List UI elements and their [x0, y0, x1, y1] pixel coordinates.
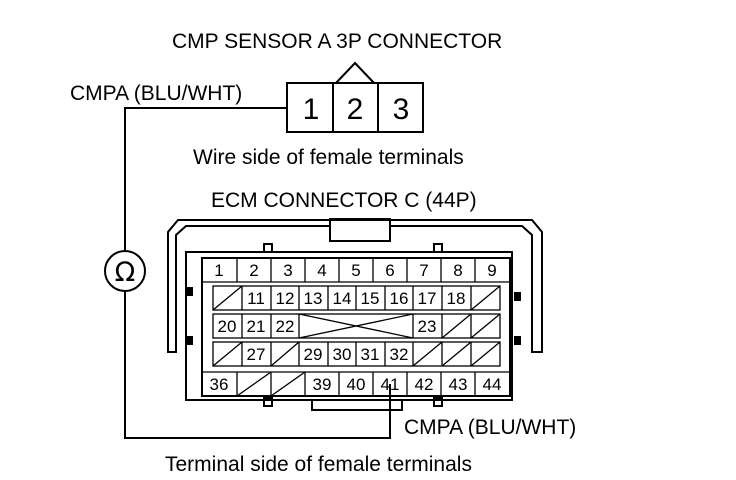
- cmp-pin-2: 2: [347, 93, 364, 126]
- ecm-pin: 21: [247, 317, 266, 336]
- ecm-pin: 42: [415, 375, 434, 394]
- ecm-pin: 43: [449, 375, 468, 394]
- ecm-pin: 22: [276, 317, 295, 336]
- ecm-row-1: 1 2 3 4 5 6 7 8 9: [202, 258, 510, 283]
- cmp-pin-3: 3: [393, 93, 410, 126]
- ecm-pin: 7: [419, 261, 428, 280]
- cmp-pin-1: 1: [303, 93, 320, 126]
- ecm-pin: 16: [390, 289, 409, 308]
- ecm-pin: 20: [218, 317, 237, 336]
- ecm-pin: 30: [333, 345, 352, 364]
- ecm-side-note: Terminal side of female terminals: [165, 453, 472, 476]
- ecm-connector-title: ECM CONNECTOR C (44P): [211, 189, 477, 212]
- ohm-symbol: Ω: [115, 257, 136, 288]
- cmp-3p-connector: 1 2 3: [286, 61, 424, 133]
- cmp-connector-title: CMP SENSOR A 3P CONNECTOR: [172, 30, 502, 53]
- ecm-row-5: 36 39 40 41 42 43 44: [202, 371, 510, 397]
- ohmmeter-icon: [104, 250, 146, 292]
- ecm-pin: 15: [361, 289, 380, 308]
- ecm-pin: 12: [276, 289, 295, 308]
- cmp-wire-label: CMPA (BLU/WHT): [70, 82, 242, 105]
- ecm-pin: 40: [347, 375, 366, 394]
- ecm-pin: 2: [249, 261, 258, 280]
- ecm-pin: 13: [304, 289, 323, 308]
- ecm-pin: 39: [313, 375, 332, 394]
- ecm-wire-label: CMPA (BLU/WHT): [404, 416, 576, 439]
- ecm-pin: 9: [487, 261, 496, 280]
- ecm-row-2: 11 12 13 14 15 16 17 18: [212, 285, 501, 311]
- ecm-pin: 18: [447, 289, 466, 308]
- ecm-pin: 31: [361, 345, 380, 364]
- ecm-pin: 6: [385, 261, 394, 280]
- ecm-pin: 5: [351, 261, 360, 280]
- ecm-row-3: 20 21 22 23: [212, 313, 501, 339]
- ecm-pin: 44: [483, 375, 502, 394]
- ecm-44p-connector-housing: 1 2 3 4 5 6 7 8 9 11 12 13 1: [167, 218, 543, 411]
- ecm-pin: 29: [304, 345, 323, 364]
- cmp-side-note: Wire side of female terminals: [193, 146, 464, 169]
- ecm-pin: 27: [247, 345, 266, 364]
- ecm-pin: 8: [453, 261, 462, 280]
- ecm-pin: 11: [247, 289, 265, 308]
- ecm-pin: 17: [418, 289, 437, 308]
- ecm-pin: 4: [317, 261, 326, 280]
- ecm-pin: 14: [333, 289, 352, 308]
- ecm-pin: 36: [210, 375, 229, 394]
- ecm-pin: 32: [390, 345, 409, 364]
- ecm-pin: 3: [283, 261, 292, 280]
- ecm-pin: 23: [418, 317, 437, 336]
- ecm-pin: 1: [214, 261, 223, 280]
- test-lead-wiring: [124, 107, 391, 439]
- ecm-row-4: 27 29 30 31 32: [212, 341, 501, 367]
- ohmmeter: Ω: [104, 250, 146, 292]
